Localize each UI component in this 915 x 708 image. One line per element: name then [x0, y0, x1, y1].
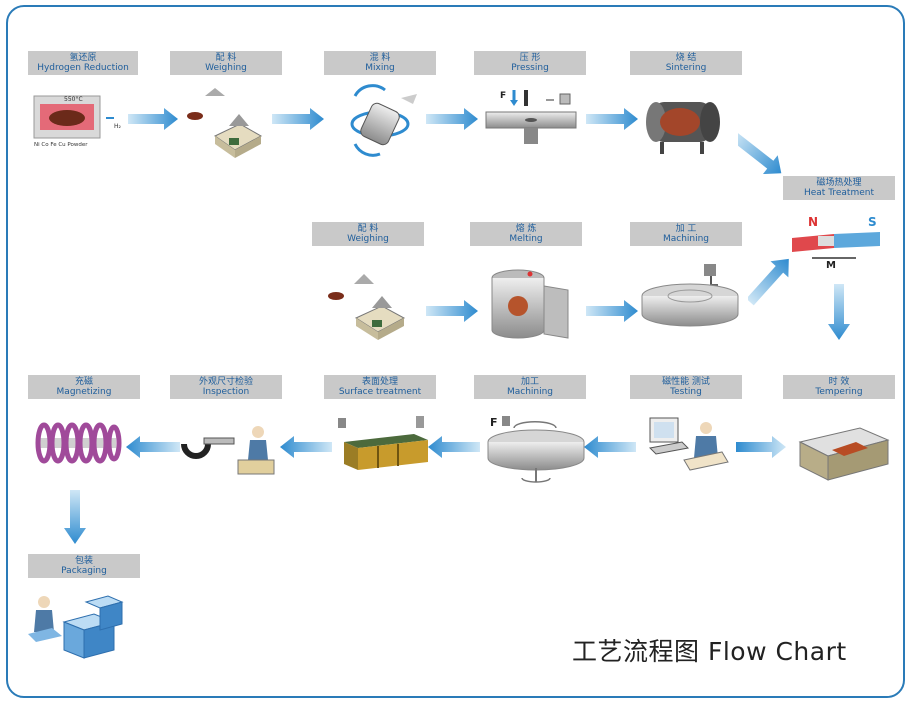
north-label: N	[808, 215, 818, 229]
label-sintering: 烧 结 Sintering	[630, 51, 742, 75]
label-machining-2: 加工 Machining	[474, 375, 586, 399]
arrow-right-2	[272, 108, 324, 130]
arrow-left-1	[736, 436, 786, 458]
chart-title: 工艺流程图 Flow Chart	[572, 637, 847, 666]
label-magnetizing: 充磁 Magnetizing	[28, 375, 140, 399]
powder-text: Ni Co Fe Cu Powder	[34, 142, 88, 148]
furnace-illustration: 550°C Ni Co Fe Cu Powder H₂	[33, 95, 122, 148]
arrow-down-1	[828, 284, 850, 340]
label-weighing-1: 配 料 Weighing	[170, 51, 282, 75]
arrow-left-3	[428, 436, 480, 458]
packaging-illustration	[28, 595, 124, 659]
force-text-2: F	[490, 416, 498, 429]
label-machining-1: 加 工 Machining	[630, 222, 742, 246]
arrow-right-5	[426, 300, 478, 322]
machining-illustration-2: F	[487, 416, 585, 483]
magnetizing-coil-illustration	[35, 422, 122, 464]
arrow-down-2	[64, 490, 86, 544]
scale-illustration-2	[328, 274, 406, 340]
testing-illustration	[648, 417, 729, 471]
label-tempering: 时 效 Tempering	[783, 375, 895, 399]
label-melting: 熔 炼 Melting	[470, 222, 582, 246]
arrow-left-4	[280, 436, 332, 458]
label-packaging: 包装 Packaging	[28, 554, 140, 578]
sintering-furnace-illustration	[646, 102, 720, 154]
label-mixing: 混 料 Mixing	[324, 51, 436, 75]
arrow-right-1	[128, 108, 178, 130]
south-label: S	[868, 215, 877, 229]
temp-text: 550°C	[64, 96, 83, 103]
magnet-illustration: N S M	[792, 215, 880, 270]
arrow-left-5	[126, 436, 180, 458]
melting-furnace-illustration	[491, 269, 569, 339]
label-testing: 磁性能 测试 Testing	[630, 375, 742, 399]
tempering-furnace-illustration	[798, 427, 890, 481]
arrow-diagonal-up	[748, 258, 789, 306]
press-illustration: F	[485, 90, 577, 144]
arrow-diagonal-down	[738, 131, 782, 174]
scale-illustration-1	[187, 88, 263, 158]
force-text: F	[500, 91, 506, 101]
label-pressing: 压 形 Pressing	[474, 51, 586, 75]
arrow-right-3	[426, 108, 478, 130]
surface-treatment-illustration	[338, 416, 428, 470]
m-label: M	[826, 260, 836, 270]
mixer-illustration	[350, 84, 417, 157]
label-inspection: 外观尺寸检验 Inspection	[170, 375, 282, 399]
inspection-illustration	[181, 426, 275, 475]
label-surface-treatment: 表面处理 Surface treatment	[324, 375, 436, 399]
arrow-right-6	[586, 300, 638, 322]
label-weighing-2: 配 料 Weighing	[312, 222, 424, 246]
machining-illustration-1	[641, 264, 739, 327]
arrow-right-4	[586, 108, 638, 130]
h2-text: H₂	[114, 123, 122, 130]
label-heat-treatment: 磁场热处理 Heat Treatment	[783, 176, 895, 200]
arrow-left-2	[584, 436, 636, 458]
label-hydrogen-reduction: 氢还原 Hydrogen Reduction	[28, 51, 138, 75]
